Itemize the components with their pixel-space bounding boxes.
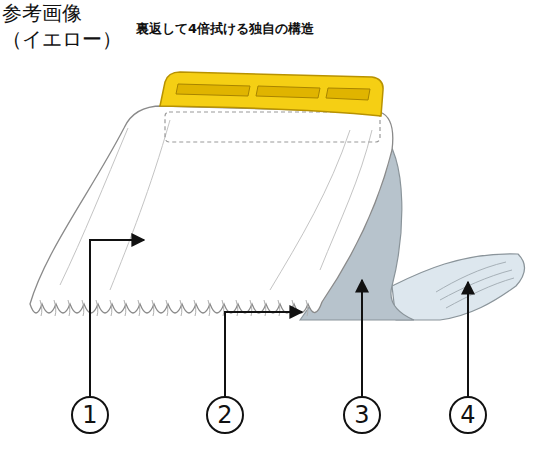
image-note: （イエロー） <box>2 28 122 51</box>
fringe-line <box>110 300 112 316</box>
fringe-line <box>40 300 42 316</box>
fold-lines <box>436 262 514 308</box>
fringe-line <box>250 300 252 316</box>
holder-slots <box>176 84 370 100</box>
cloth-front <box>30 106 393 313</box>
callout-number: 3 <box>354 403 369 427</box>
hidden-holder <box>165 112 380 142</box>
leader-line <box>467 282 469 396</box>
callout-circle: 4 <box>449 396 487 434</box>
fringe-line <box>264 300 266 316</box>
fringe-line <box>306 300 308 316</box>
leader-line <box>90 240 144 396</box>
callout-circle: 3 <box>343 396 381 434</box>
callout-number: 2 <box>217 403 232 427</box>
callout-circle: 2 <box>206 396 244 434</box>
front-fringe <box>40 300 308 316</box>
heading: 裏返して4倍拭ける独自の構造 <box>136 22 314 37</box>
fringe-line <box>180 300 182 316</box>
callout-circle: 1 <box>71 396 109 434</box>
fringe-line <box>292 300 294 316</box>
cloth-flap <box>392 254 525 320</box>
fringe-line <box>236 300 238 316</box>
fringe-line <box>278 300 280 316</box>
fringe-line <box>68 300 70 316</box>
fringe-line <box>208 300 210 316</box>
fringe-line <box>124 300 126 316</box>
fold-lines <box>60 120 372 290</box>
fringe-line <box>82 300 84 316</box>
fringe-line <box>222 300 224 316</box>
fringe-line <box>194 300 196 316</box>
leader-line <box>361 280 363 396</box>
holder <box>160 72 383 116</box>
fringe-line <box>54 300 56 316</box>
image-note: 参考画像 <box>2 2 82 25</box>
fringe-line <box>138 300 140 316</box>
fringe-line <box>152 300 154 316</box>
callout-number: 1 <box>82 403 97 427</box>
callout-number: 4 <box>460 403 475 427</box>
leader-line <box>225 312 302 396</box>
fringe-line <box>166 300 168 316</box>
fringe-line <box>96 300 98 316</box>
